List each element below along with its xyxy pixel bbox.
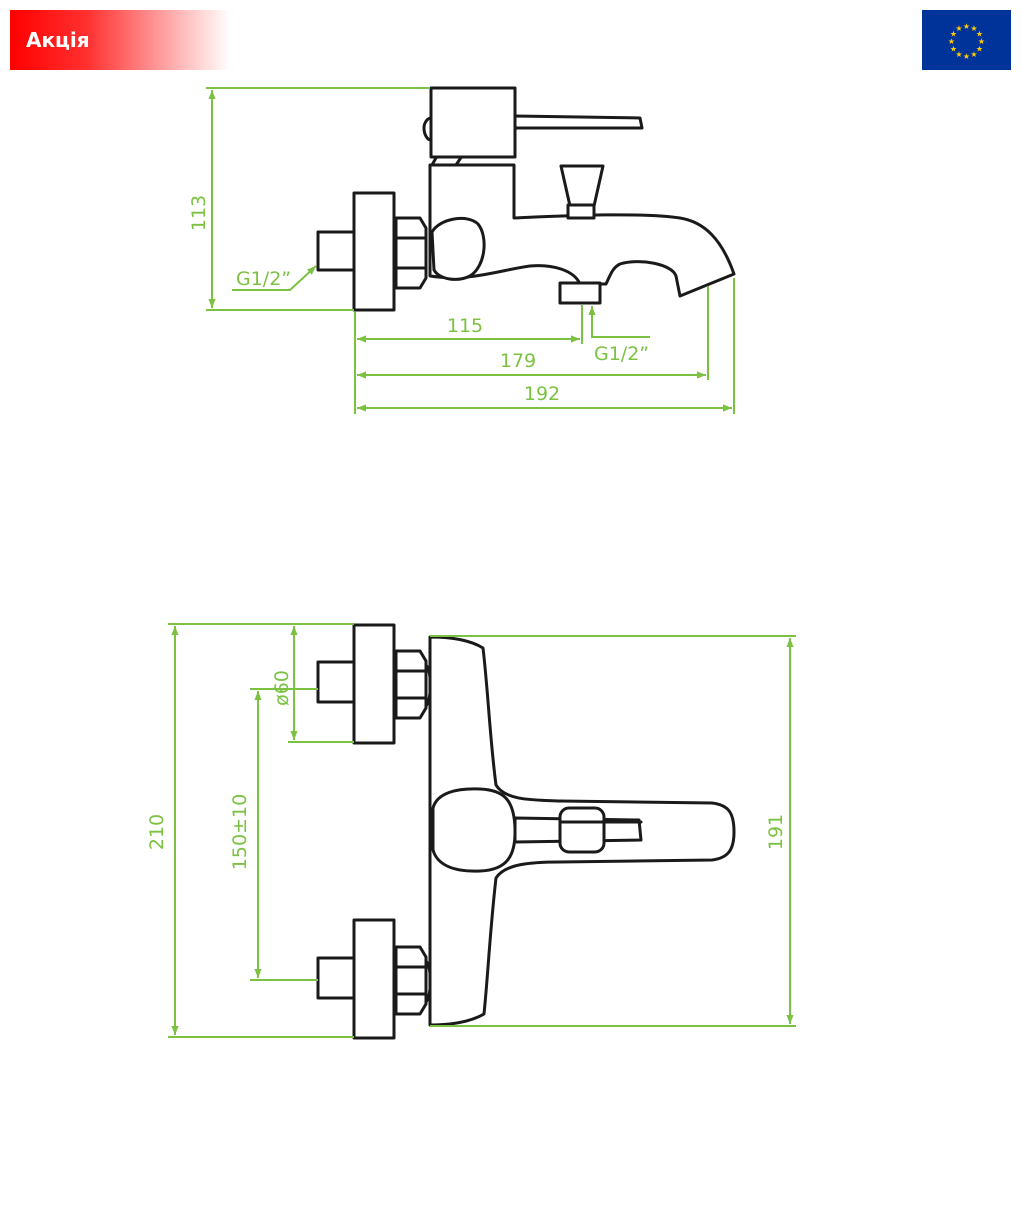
inlet-thread-label: G1/2” (236, 268, 291, 290)
outlet-thread-label: G1/2” (594, 343, 649, 365)
svg-text:★: ★ (970, 24, 977, 33)
front-view: 210 ø60 150±10 191 (146, 623, 796, 1040)
svg-text:★: ★ (948, 37, 955, 46)
svg-text:★: ★ (963, 22, 970, 31)
dimension-191-label: 191 (765, 814, 787, 850)
dimension-192-label: 192 (524, 383, 560, 405)
front-view-faucet-outline (316, 623, 736, 1040)
svg-text:★: ★ (963, 52, 970, 61)
svg-text:★: ★ (978, 37, 985, 46)
svg-text:★: ★ (950, 45, 957, 54)
promo-badge-label: Акція (26, 28, 90, 52)
side-view-faucet-outline (316, 86, 736, 312)
svg-text:★: ★ (976, 45, 983, 54)
side-view: 113 G1/2” 115 G1/2” 179 192 (188, 86, 736, 414)
eu-flag-icon: ★ ★ ★ ★ ★ ★ ★ ★ ★ ★ ★ ★ (922, 10, 1011, 70)
svg-text:★: ★ (955, 50, 962, 59)
outlet-thread-leader (588, 306, 650, 338)
promo-badge: Акція (10, 10, 230, 70)
eccentric-spacing-label: 150±10 (229, 794, 251, 870)
height-dimension-label: 113 (188, 195, 210, 231)
svg-text:★: ★ (950, 30, 957, 39)
dimension-115-label: 115 (447, 315, 483, 337)
dimension-179-label: 179 (500, 350, 536, 372)
dimension-210-label: 210 (146, 814, 168, 850)
svg-text:★: ★ (970, 50, 977, 59)
svg-text:★: ★ (955, 24, 962, 33)
inlet-thread-leader (232, 265, 317, 291)
svg-text:★: ★ (976, 30, 983, 39)
